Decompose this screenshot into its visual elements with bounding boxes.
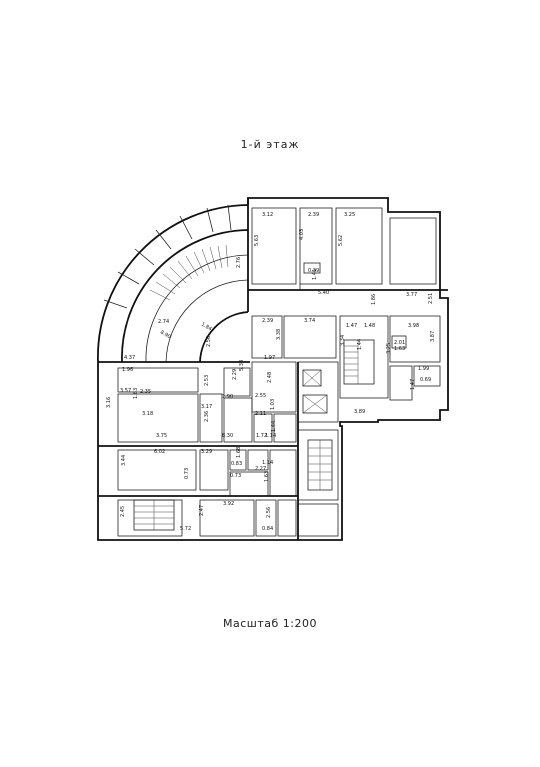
dimension-label: 1.03 [270, 399, 276, 410]
dimension-label: 3.25 [386, 343, 392, 354]
dimension-label: 2.11 [255, 411, 266, 417]
dimension-label: 5.40 [318, 290, 329, 296]
dimension-label: 2.27 [255, 466, 266, 472]
dimension-label: 3.25 [344, 212, 355, 218]
dimension-label: 1.63 [264, 471, 270, 482]
dimension-label: 3.89 [354, 409, 365, 415]
dimension-label: 0.39 [308, 268, 319, 274]
dimension-label: 3.34 [340, 335, 346, 346]
curved-wing [97, 204, 249, 363]
dimension-label: 2.36 [204, 411, 210, 422]
dimension-label: 1.97 [264, 355, 275, 361]
top-rooms [251, 207, 437, 290]
dimension-label: 3.87 [430, 331, 436, 342]
dimension-label: 1.14 [265, 433, 276, 439]
dimension-label: 1.96 [122, 367, 133, 373]
dimension-label: 1.44 [271, 421, 277, 432]
dimension-label: 1.72 [256, 433, 267, 439]
dimension-label: 1.44 [357, 339, 363, 350]
dimension-label: 4.37 [124, 355, 135, 361]
dimension-label: 3.75 [156, 433, 167, 439]
scale-label: Масштаб 1:200 [223, 617, 317, 630]
dimension-label: 3.38 [276, 329, 282, 340]
dimension-label: 2.39 [308, 212, 319, 218]
dimension-label: 2.74 [158, 319, 169, 325]
dimension-label: 3.74 [304, 318, 315, 324]
dimension-label: 1.48 [364, 323, 375, 329]
dimension-label: 2.53 [204, 375, 210, 386]
dimension-label: 5.72 [180, 526, 191, 532]
dimension-label: 1.99 [418, 366, 429, 372]
lower-rooms [98, 362, 339, 540]
dimension-label: 1.41 [312, 269, 318, 280]
dimension-label: 1.47 [346, 323, 357, 329]
dimension-label: 5.62 [338, 235, 344, 246]
dimension-label: 1.90 [222, 394, 233, 400]
dimension-label: 3.16 [106, 397, 112, 408]
dimension-label: 2.56 [266, 507, 272, 518]
dimension-label: 3.18 [142, 411, 153, 417]
dimension-label: 5.63 [254, 235, 260, 246]
dimension-label: 2.47 [199, 505, 205, 516]
dimension-label: 3.98 [408, 323, 419, 329]
dimension-label: 1.68 [236, 447, 242, 458]
dimension-label: 3.17 [201, 404, 212, 410]
dimension-label: 1.63 [394, 346, 405, 352]
dimension-label: 4.03 [299, 229, 305, 240]
dimension-label: 1.47 [410, 379, 416, 390]
dimension-label: 0.73 [230, 473, 241, 479]
dimension-label: 2.45 [120, 506, 126, 517]
floor-title: 1-й этаж [240, 138, 300, 151]
dimension-label: 0.83 [231, 461, 242, 467]
dimension-label: 0.73 [184, 468, 190, 479]
dimension-label: 2.35 [140, 389, 151, 395]
dimension-label: 1.86 [371, 294, 377, 305]
dimension-label: 3.29 [201, 449, 212, 455]
dimension-label: 1.63 [133, 388, 139, 399]
dimension-label: 1.84 [200, 322, 213, 333]
dimension-label: 2.39 [262, 318, 273, 324]
dimension-label: 3.92 [223, 501, 234, 507]
dimension-label: 2.48 [267, 372, 273, 383]
dimension-label: 6.02 [154, 449, 165, 455]
dimension-label: 2.55 [255, 393, 266, 399]
dimension-label: 1.14 [262, 460, 273, 466]
dimension-labels: 3.12 2.39 3.25 5.63 4.03 5.62 2.76 1.410.39 5.40… [106, 212, 436, 532]
dimension-label: 2.76 [236, 257, 242, 268]
dimension-label: 8.30 [222, 433, 233, 439]
dimension-label: 2.51 [428, 293, 434, 304]
dimension-label: 3.12 [262, 212, 273, 218]
dimension-label: 8.90 [159, 330, 172, 341]
left-rooms [98, 361, 298, 447]
dimension-label: 0.84 [262, 526, 273, 532]
dimension-label: 2.01 [394, 340, 405, 346]
dimension-label: 3.77 [406, 292, 417, 298]
dimension-label: 2.29 [232, 369, 238, 380]
dimension-label: 5.38 [239, 360, 245, 371]
dimension-label: 3.44 [121, 455, 127, 466]
building-outline [97, 197, 449, 541]
dimension-label: 3.57 [120, 388, 131, 394]
dimension-label: 0.69 [420, 377, 431, 383]
dimension-label: 2.56 [206, 336, 212, 347]
